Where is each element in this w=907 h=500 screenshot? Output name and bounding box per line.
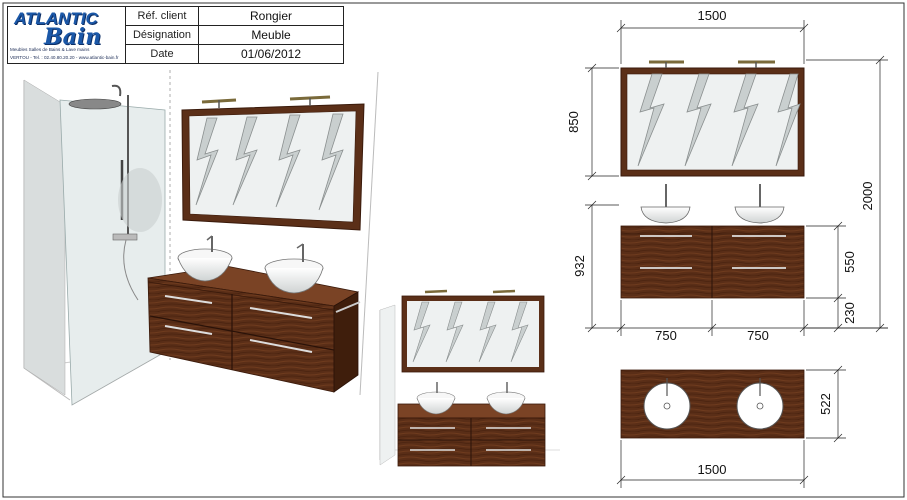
logo-tagline: Meubles Salles de Bains & Lave mains (10, 47, 90, 52)
value-date: 01/06/2012 (240, 47, 302, 61)
front-elevation (620, 60, 805, 299)
row-client: Réf. client Rongier (126, 7, 343, 26)
label-designation: Désignation (126, 26, 199, 44)
company-logo: ATLANTIC Bain Meubles Salles de Bains & … (8, 7, 126, 63)
dim-bottom-width: 1500 (698, 462, 727, 477)
elevation-basin-left (640, 206, 691, 224)
row-designation: Désignation Meuble (126, 26, 343, 45)
shower-head-icon (68, 98, 122, 110)
dimension-lines (585, 20, 888, 488)
dim-top-width: 1500 (698, 8, 727, 23)
row-date: Date 01/06/2012 (126, 45, 343, 63)
perspective-view-small (379, 289, 560, 467)
basin-right (264, 243, 324, 294)
dim-total-height: 2000 (860, 182, 875, 211)
dim-right-half: 750 (747, 328, 769, 343)
value-designation: Meuble (251, 28, 291, 42)
dim-left-half: 750 (655, 328, 677, 343)
lamp-icon (201, 95, 331, 108)
dim-mirror-height: 850 (566, 111, 581, 133)
glass-screen (59, 99, 166, 406)
dim-depth: 522 (818, 393, 833, 415)
dim-cabinet-height: 550 (842, 251, 857, 273)
dim-lower-height: 932 (572, 255, 587, 277)
label-client: Réf. client (126, 7, 199, 25)
vanity-cabinet (147, 265, 361, 393)
value-client: Rongier (249, 9, 293, 23)
top-plan-view (620, 369, 805, 439)
elevation-basin-right (734, 206, 785, 224)
label-date: Date (126, 45, 199, 63)
mirror-glass (188, 110, 357, 223)
perspective-view-large (23, 70, 379, 406)
logo-word-atlantic: ATLANTIC (14, 9, 98, 28)
title-block: ATLANTIC Bain Meubles Salles de Bains & … (7, 6, 344, 64)
basin-left (177, 235, 233, 282)
logo-word-bain: Bain (44, 24, 102, 50)
dim-floor-gap: 230 (842, 302, 857, 324)
logo-address: VERTOU - Tel. : 02.40.80.20.20 - www.atl… (10, 55, 119, 60)
